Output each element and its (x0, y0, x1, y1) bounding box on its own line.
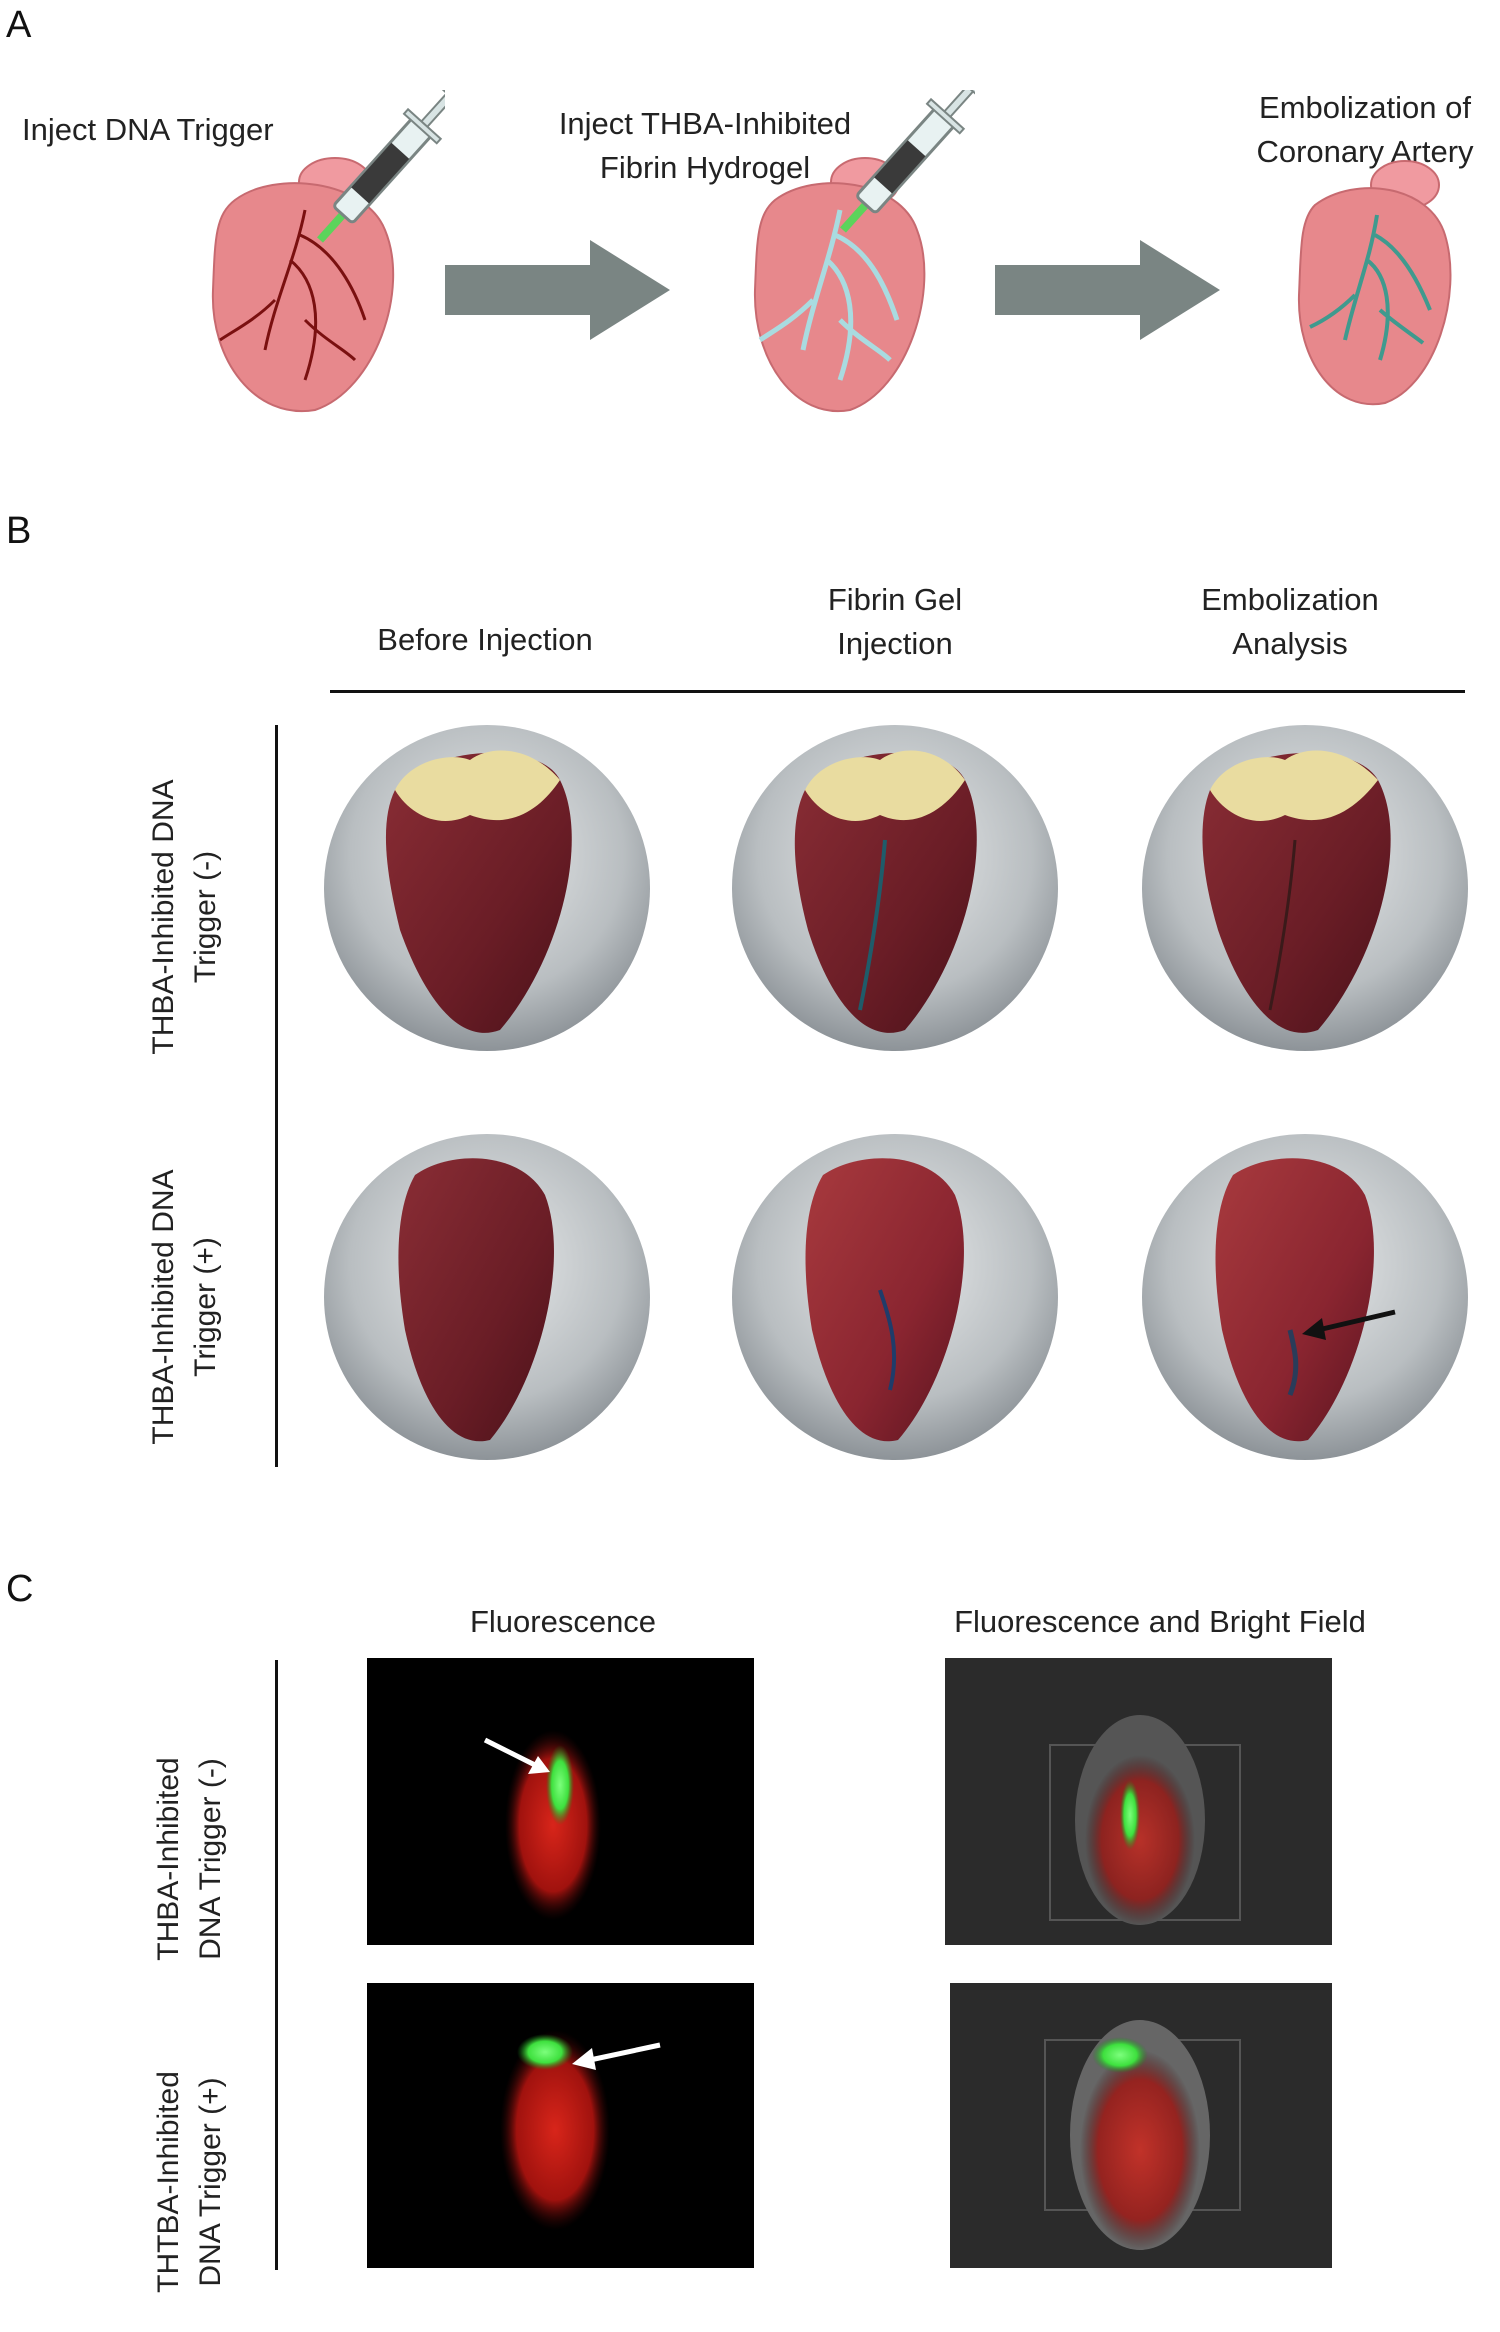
photo-grid-b (324, 725, 1468, 1460)
embolization-arrow (1302, 1309, 1396, 1340)
step2-label-line2: Fibrin Hydrogel (599, 150, 811, 185)
fluor-arrow-1 (483, 1737, 550, 1774)
heart-with-syringe-1 (211, 90, 445, 413)
photo-embolization-trigger-plus (1142, 1134, 1468, 1460)
step1-label: Inject DNA Trigger (22, 112, 274, 147)
col-header-embo-line2: Analysis (1232, 626, 1348, 661)
photo-before-trigger-plus (324, 1134, 650, 1460)
step3-label: Embolization of Coronary Artery (1235, 86, 1495, 174)
col-header-before-injection: Before Injection (377, 622, 593, 657)
step2-label: Inject THBA-Inhibited Fibrin Hydrogel (505, 102, 905, 190)
col-header-embolization-analysis: Embolization Analysis (1140, 578, 1440, 666)
process-arrow-1 (445, 240, 670, 340)
process-arrow-2 (995, 240, 1220, 340)
row-rule-b (275, 725, 278, 1467)
step3-label-line2: Coronary Artery (1256, 134, 1474, 169)
col-header-embo-line1: Embolization (1201, 582, 1379, 617)
photo-embolization-trigger-minus (1142, 725, 1468, 1051)
fluor-bf-trigger-plus (950, 1983, 1332, 2268)
fluor-trigger-minus (367, 1658, 754, 1945)
step3-label-line1: Embolization of (1259, 90, 1471, 125)
fluor-arrow-2 (572, 2042, 661, 2070)
col-header-fibrin-line2: Injection (837, 626, 953, 661)
panel-a-letter: A (6, 4, 32, 46)
photo-before-trigger-minus (324, 725, 650, 1051)
panel-b-letter: B (6, 510, 32, 552)
photo-fibrin-trigger-minus (732, 725, 1058, 1051)
col-header-fibrin-gel-injection: Fibrin Gel Injection (745, 578, 1045, 666)
fluor-bf-trigger-minus (945, 1658, 1332, 1945)
heart-embolized (1297, 160, 1452, 406)
fluor-trigger-plus (367, 1983, 754, 2268)
step2-label-line1: Inject THBA-Inhibited (558, 106, 852, 141)
row-rule-c (275, 1660, 278, 2270)
col-header-fluorescence-bright-field: Fluorescence and Bright Field (954, 1604, 1366, 1639)
heart-with-syringe-2 (753, 90, 975, 413)
col-header-fibrin-line1: Fibrin Gel (827, 582, 963, 617)
panel-c-letter: C (6, 1568, 34, 1610)
photo-grid-c (367, 1658, 1332, 2268)
photo-fibrin-trigger-plus (732, 1134, 1058, 1460)
col-header-fluorescence: Fluorescence (469, 1604, 657, 1639)
header-rule (330, 690, 1465, 693)
